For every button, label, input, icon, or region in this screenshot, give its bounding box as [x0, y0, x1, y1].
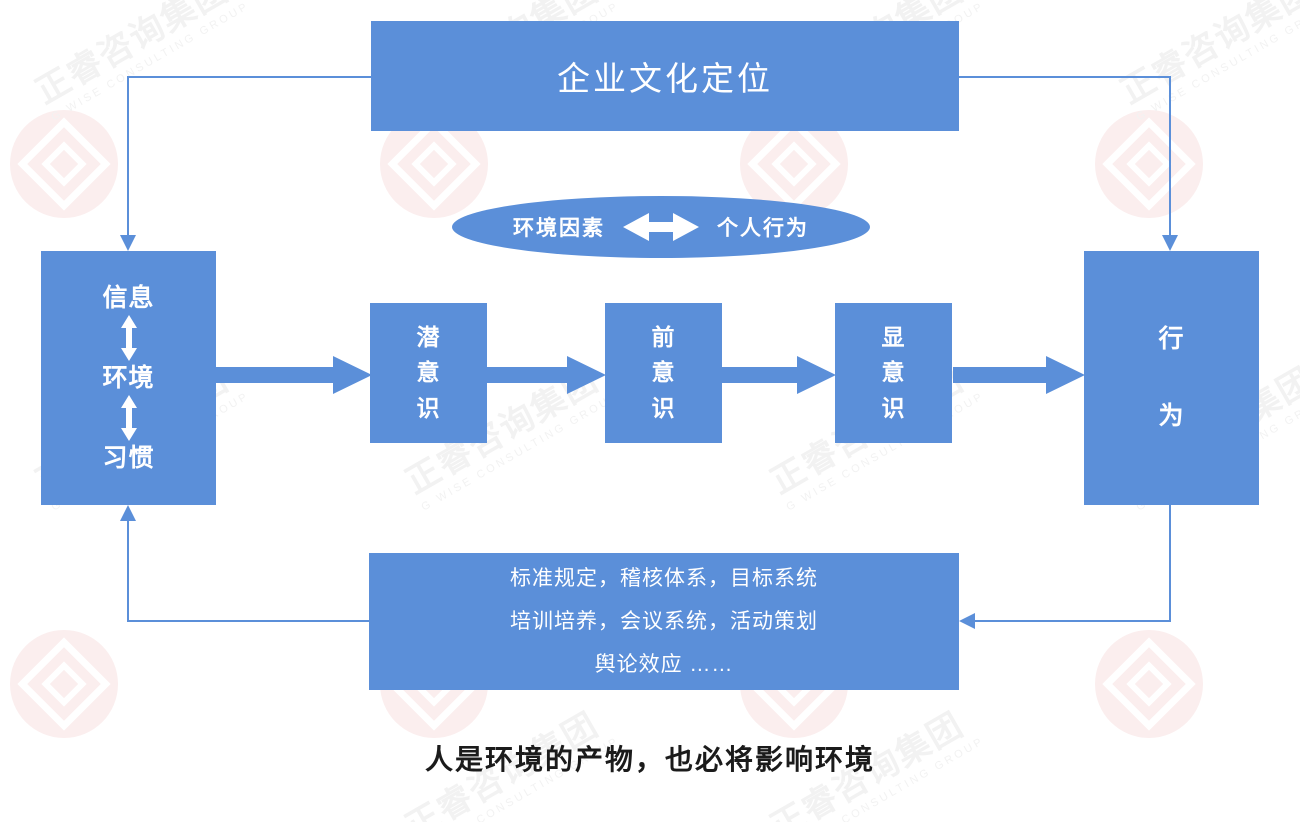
- connector-behavior-to-systems: [967, 505, 1171, 622]
- subconscious-char: 意: [416, 359, 441, 386]
- preconscious-char: 识: [651, 394, 676, 421]
- preconscious-char: 意: [651, 359, 676, 386]
- systems-box[interactable]: 标准规定，稽核体系，目标系统 培训培养，会议系统，活动策划 舆论效应 ……: [369, 553, 959, 690]
- double-headed-arrow-icon: [623, 213, 699, 241]
- behavior-char: 为: [1158, 402, 1185, 430]
- arrowhead-up-icon: [120, 505, 136, 521]
- environment-item-environment: 环境: [102, 363, 155, 392]
- arrowhead-left-icon: [959, 613, 975, 629]
- behavior-box[interactable]: 行 为: [1084, 251, 1259, 505]
- conscious-char: 显: [881, 323, 906, 350]
- relation-ellipse[interactable]: 环境因素 个人行为: [452, 196, 870, 258]
- subconscious-box[interactable]: 潜 意 识: [370, 303, 487, 443]
- preconscious-char: 前: [651, 323, 676, 350]
- connector-systems-to-environment: [127, 513, 369, 622]
- arrowhead-down-icon: [120, 235, 136, 251]
- relation-left-label: 环境因素: [513, 217, 605, 240]
- systems-line: 培训培养，会议系统，活动策划: [510, 610, 818, 633]
- environment-item-information: 信息: [102, 283, 155, 312]
- flow-arrow-preconscious-to-conscious: [722, 356, 836, 394]
- subconscious-char: 识: [416, 394, 441, 421]
- culture-positioning-label: 企业文化定位: [557, 60, 773, 97]
- behavior-char: 行: [1158, 324, 1185, 353]
- connector-culture-to-behavior: [959, 76, 1171, 243]
- relation-right-label: 个人行为: [717, 217, 809, 240]
- environment-item-habit: 习惯: [102, 444, 155, 473]
- vertical-double-arrow-icon: [120, 314, 137, 361]
- flow-arrow-conscious-to-behavior: [953, 356, 1085, 394]
- preconscious-box[interactable]: 前 意 识: [605, 303, 722, 443]
- vertical-double-arrow-icon: [120, 395, 137, 442]
- diagram-caption: 人是环境的产物，也必将影响环境: [424, 744, 875, 775]
- conscious-char: 意: [881, 359, 906, 386]
- conscious-char: 识: [881, 394, 906, 421]
- culture-positioning-box[interactable]: 企业文化定位: [371, 21, 959, 131]
- systems-line: 舆论效应 ……: [594, 653, 734, 676]
- conscious-box[interactable]: 显 意 识: [835, 303, 952, 443]
- connector-culture-to-environment: [127, 76, 371, 243]
- flow-arrow-subconscious-to-preconscious: [487, 356, 606, 394]
- systems-line: 标准规定，稽核体系，目标系统: [510, 567, 818, 590]
- environment-box[interactable]: 信息 环境 习惯: [41, 251, 216, 505]
- subconscious-char: 潜: [416, 323, 441, 350]
- arrowhead-down-icon: [1162, 235, 1178, 251]
- flow-arrow-environment-to-subconscious: [216, 356, 372, 394]
